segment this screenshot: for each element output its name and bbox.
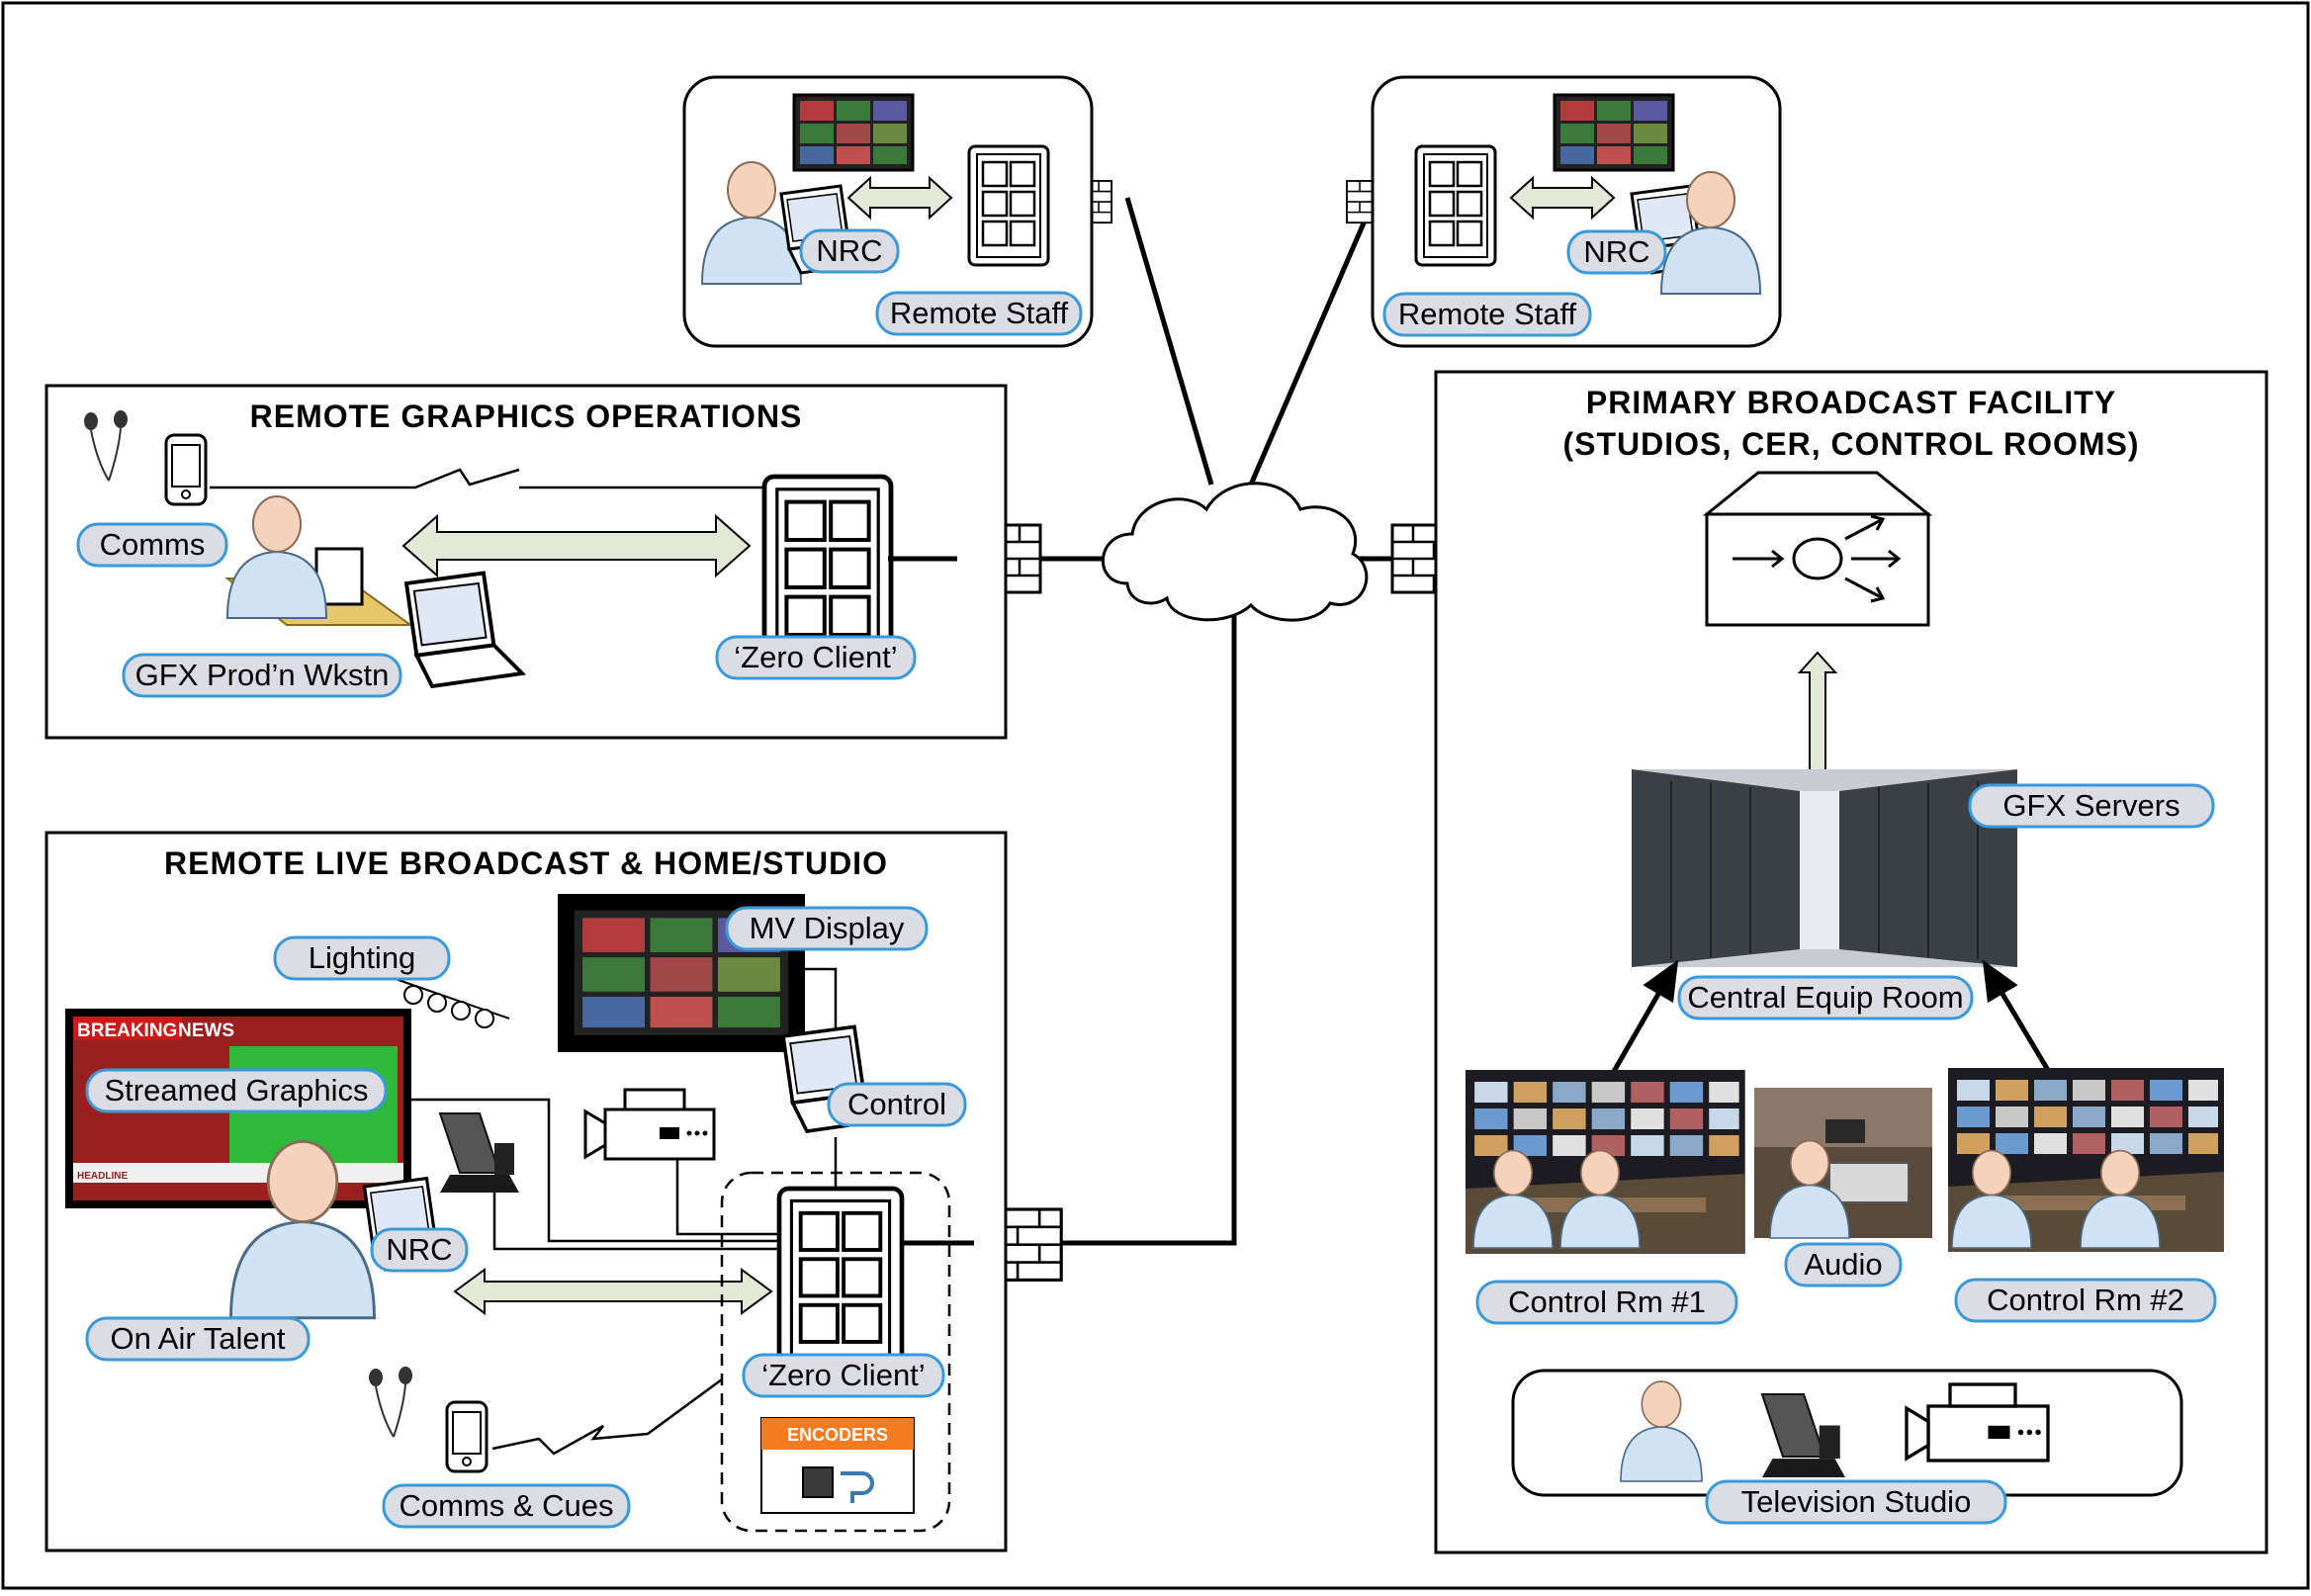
lighting-rig — [395, 978, 510, 1028]
label-remote-staff: Remote Staff — [875, 291, 1083, 336]
label-audio: Audio — [1784, 1242, 1903, 1287]
svg-text:Streamed Graphics: Streamed Graphics — [104, 1073, 368, 1108]
svg-text:‘Zero Client’: ‘Zero Client’ — [734, 640, 897, 674]
label-mv-display: MV Display — [725, 906, 929, 951]
svg-text:MV Display: MV Display — [750, 911, 905, 945]
label-nrc: NRC — [1566, 229, 1667, 275]
phone-icon — [164, 433, 208, 506]
remote-graphics-panel: REMOTE GRAPHICS OPERATIONS Comms GFX Pro… — [44, 384, 1008, 740]
primary-title-line1: PRIMARY BROADCAST FACILITY — [1586, 385, 2116, 420]
label-comms: Comms — [76, 522, 228, 568]
svg-text:Central Equip Room: Central Equip Room — [1687, 980, 1963, 1015]
control-room-arrows — [1605, 959, 2058, 1084]
zero-client-icon — [779, 1189, 902, 1373]
svg-text:Control Rm #1: Control Rm #1 — [1508, 1285, 1706, 1319]
cues-link-line — [491, 1377, 723, 1456]
label-remote-staff: Remote Staff — [1382, 292, 1592, 337]
bidirectional-arrow — [1509, 175, 1616, 221]
label-streamed-graphics: Streamed Graphics — [85, 1068, 388, 1113]
primary-facility-panel: PRIMARY BROADCAST FACILITY (STUDIOS, CER… — [1434, 370, 2268, 1554]
mv-display-link — [803, 967, 838, 1033]
zero-client-icon — [967, 144, 1050, 267]
zero-client-icon — [1414, 144, 1497, 267]
svg-text:Lighting: Lighting — [309, 940, 416, 975]
svg-text:GFX Prod’n Wkstn: GFX Prod’n Wkstn — [135, 658, 390, 692]
bidirectional-arrow — [846, 175, 953, 221]
svg-text:GFX Servers: GFX Servers — [2002, 788, 2179, 823]
label-control-rm-2: Control Rm #2 — [1954, 1278, 2217, 1323]
svg-text:On Air Talent: On Air Talent — [111, 1321, 286, 1356]
zero-client-group — [720, 1171, 951, 1533]
remote-staff-right-panel: NRC Remote Staff — [1371, 75, 1782, 348]
label-gfx-servers: GFX Servers — [1968, 783, 2215, 829]
encoder-out-icon — [802, 1466, 834, 1498]
svg-text:Control: Control — [847, 1087, 946, 1121]
svg-text:Comms: Comms — [100, 527, 206, 562]
svg-text:Television Studio: Television Studio — [1741, 1484, 1972, 1519]
video-wall-icon — [792, 93, 915, 172]
remote-live-title: REMOTE LIVE BROADCAST & HOME/STUDIO — [164, 845, 888, 881]
camera-link — [675, 1159, 779, 1236]
video-wall-icon — [1553, 93, 1675, 172]
remote-live-panel: REMOTE LIVE BROADCAST & HOME/STUDIO MV D… — [44, 831, 1008, 1552]
svg-text:Audio: Audio — [1804, 1247, 1882, 1282]
router-icon — [1702, 471, 1933, 627]
label-control: Control — [827, 1082, 967, 1127]
svg-text:NRC: NRC — [1583, 234, 1649, 269]
svg-text:Control Rm #2: Control Rm #2 — [1987, 1283, 2184, 1317]
svg-text:ENCODERS: ENCODERS — [787, 1425, 888, 1445]
bidirectional-arrow — [453, 1268, 773, 1315]
svg-text:‘Zero Client’: ‘Zero Client’ — [761, 1358, 925, 1392]
news-text: NEWS — [178, 1020, 234, 1041]
comms-link-line — [210, 468, 781, 489]
svg-text:NRC: NRC — [386, 1232, 452, 1267]
label-control-rm-1: Control Rm #1 — [1475, 1280, 1738, 1325]
primary-title-line2: (STUDIOS, CER, CONTROL ROOMS) — [1562, 426, 2139, 462]
streamed-graphics-link — [411, 1098, 779, 1243]
label-nrc: NRC — [370, 1227, 469, 1273]
encoder-in-icon — [841, 1471, 874, 1503]
teleprompter-link — [492, 1193, 779, 1251]
svg-text:Remote Staff: Remote Staff — [1398, 297, 1577, 331]
phone-icon — [445, 1400, 489, 1473]
encoders-box: ENCODERS — [760, 1417, 915, 1514]
server-room-image — [1632, 769, 2017, 967]
breaking-text: BREAKING — [77, 1020, 177, 1041]
label-on-air-talent: On Air Talent — [85, 1316, 311, 1362]
television-studio-panel — [1511, 1369, 2183, 1497]
internet-cloud — [1102, 482, 1369, 622]
svg-text:Comms & Cues: Comms & Cues — [399, 1488, 613, 1523]
label-zero-client: ‘Zero Client’ — [715, 635, 917, 680]
svg-text:Remote Staff: Remote Staff — [890, 296, 1069, 330]
label-comms-and-cues: Comms & Cues — [382, 1483, 631, 1529]
label-television-studio: Television Studio — [1705, 1479, 2007, 1525]
svg-text:NRC: NRC — [816, 233, 882, 268]
remote-staff-left-panel: NRC Remote Staff — [682, 75, 1094, 348]
headline-text: HEADLINE — [77, 1171, 128, 1182]
label-zero-client: ‘Zero Client’ — [742, 1353, 945, 1398]
bidirectional-arrow — [401, 513, 752, 578]
remote-graphics-title: REMOTE GRAPHICS OPERATIONS — [250, 399, 803, 434]
label-gfx-prodn-wkstn: GFX Prod’n Wkstn — [122, 653, 402, 698]
label-lighting: Lighting — [273, 935, 451, 981]
label-nrc: NRC — [799, 228, 900, 274]
label-central-equip-room: Central Equip Room — [1677, 975, 1974, 1020]
